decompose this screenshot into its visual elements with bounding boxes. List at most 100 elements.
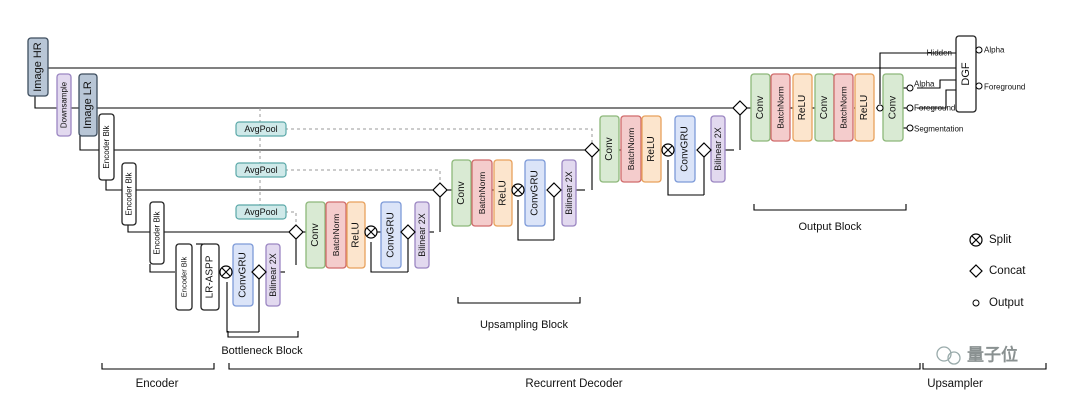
up1-batchnorm-box	[325, 201, 347, 269]
up2-batchnorm-box	[471, 159, 493, 227]
legend-split-label: Split	[989, 234, 1012, 246]
up3-conv: Conv	[599, 115, 620, 183]
up3-conv-box	[599, 115, 620, 183]
split-icon	[661, 143, 675, 157]
bottleneck-bilinear-box	[265, 243, 281, 307]
output-batchnorm-2-label: BatchNorm	[839, 86, 849, 129]
hidden-label: Hidden	[927, 49, 952, 58]
split-cross	[366, 227, 376, 237]
output-conv-2-label: Conv	[819, 96, 830, 119]
segmentation-label: Segmentation	[914, 125, 963, 134]
output-icon	[876, 104, 884, 112]
avgpool-box	[235, 162, 287, 178]
up1-batchnorm: BatchNorm	[325, 201, 347, 269]
alpha-label: Alpha	[914, 80, 935, 89]
output-icon	[906, 84, 914, 92]
image-hr-block: Image HR	[27, 37, 49, 97]
split-cross	[221, 267, 231, 277]
watermark: 量子位	[936, 345, 1018, 365]
encoder-blk-2-box	[121, 162, 137, 226]
image-hr-block-label: Image HR	[32, 42, 44, 92]
avgpool-block: AvgPool	[235, 204, 287, 220]
wechat-icon	[936, 346, 952, 362]
output-conv-3: Conv	[882, 73, 904, 142]
split-icon	[219, 265, 233, 279]
output-conv-3-label: Conv	[888, 96, 899, 119]
dgf-block-box	[955, 35, 977, 113]
legend-output-label: Output	[989, 297, 1024, 309]
bottleneck-convgru: ConvGRU	[232, 243, 254, 307]
avgpool-box	[235, 204, 287, 220]
downsample-block-box	[56, 73, 72, 137]
up1-convgru-box	[380, 201, 402, 269]
up1-conv: Conv	[305, 201, 326, 269]
bottleneck-bilinear-label: Bilinear 2X	[268, 253, 278, 297]
wechat-icon-2	[947, 351, 961, 365]
legend-concat-label: Concat	[989, 265, 1026, 277]
up1-convgru: ConvGRU	[380, 201, 402, 269]
split-icon	[969, 233, 983, 247]
encoder-blk-3-label: Encoder Blk	[153, 210, 162, 254]
encoder-blk-4: Encoder Blk	[175, 243, 193, 311]
up1-convgru-label: ConvGRU	[386, 212, 397, 258]
concat-icon	[400, 224, 416, 240]
encoder-blk-3: Encoder Blk	[149, 201, 165, 265]
output-conv-1-box	[750, 73, 771, 142]
upsampler-label: Upsampler	[927, 378, 983, 390]
concat-icon	[732, 100, 748, 116]
encoder-blk-1: Encoder Blk	[98, 113, 115, 181]
watermark-text: 量子位	[967, 345, 1018, 365]
avgpool-block: AvgPool	[235, 121, 287, 137]
up3-relu-label: ReLU	[646, 136, 657, 162]
up3-bilinear-box	[710, 115, 726, 183]
output-batchnorm-1-box	[770, 73, 791, 142]
up2-relu-label: ReLU	[498, 180, 509, 206]
image-lr-block-label: Image LR	[82, 81, 94, 129]
up1-conv-box	[305, 201, 326, 269]
output-relu-1-box	[792, 73, 813, 142]
concat-icon	[696, 142, 712, 158]
output-conv-1: Conv	[750, 73, 771, 142]
image-lr-block-box	[78, 73, 98, 137]
split-cross	[971, 235, 981, 245]
output-block-bracket	[753, 204, 907, 211]
image-hr-block-box	[27, 37, 49, 97]
avgpool-label: AvgPool	[244, 165, 277, 175]
up2-conv: Conv	[451, 159, 472, 227]
split-cross	[513, 185, 523, 195]
bottleneck-block-label: Bottleneck Block	[221, 345, 303, 357]
up2-convgru: ConvGRU	[524, 159, 546, 227]
encoder-blk-1-box	[98, 113, 115, 181]
upsampler-bracket	[922, 363, 1047, 370]
upsampling-block-label: Upsampling Block	[480, 319, 569, 331]
up3-convgru-box	[674, 115, 696, 183]
up3-relu: ReLU	[641, 115, 662, 183]
up2-batchnorm: BatchNorm	[471, 159, 493, 227]
up1-bilinear: Bilinear 2X	[414, 201, 430, 269]
up1-conv-label: Conv	[310, 223, 321, 246]
avgpool-box	[235, 121, 287, 137]
output-conv-1-label: Conv	[755, 96, 766, 119]
encoder-blk-1-label: Encoder Blk	[102, 124, 111, 168]
split-icon	[364, 225, 378, 239]
upsampling-bracket	[457, 297, 581, 304]
encoder-blk-2: Encoder Blk	[121, 162, 137, 226]
up2-bilinear-label: Bilinear 2X	[564, 171, 574, 215]
up1-relu-box	[346, 201, 366, 269]
downsample-block: Downsample	[56, 73, 72, 137]
avgpool-block: AvgPool	[235, 162, 287, 178]
foreground-label: Foreground	[914, 104, 955, 113]
up3-batchnorm-label: BatchNorm	[626, 128, 636, 171]
output-icon	[975, 46, 983, 54]
encoder-blk-2-label: Encoder Blk	[125, 171, 134, 215]
encoder-blk-3-box	[149, 201, 165, 265]
recurrent-decoder-label: Recurrent Decoder	[525, 378, 622, 390]
up3-bilinear-label: Bilinear 2X	[713, 127, 723, 171]
output-batchnorm-1-label: BatchNorm	[776, 86, 786, 129]
concat-icon	[432, 182, 448, 198]
concat-icon	[584, 142, 600, 158]
output-icon	[972, 299, 980, 307]
bottleneck-convgru-box	[232, 243, 254, 307]
up1-bilinear-box	[414, 201, 430, 269]
